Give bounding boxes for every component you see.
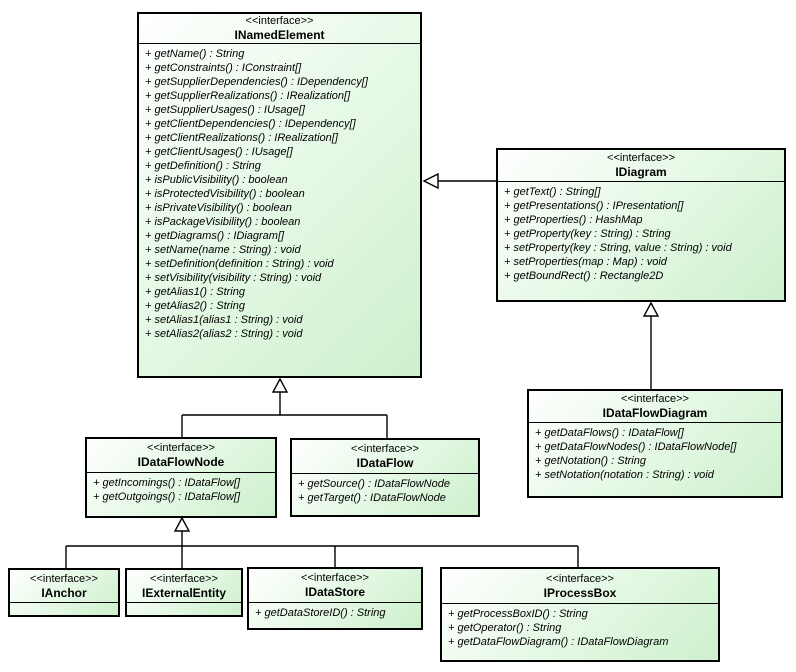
class-iexternalentity: <<interface>> IExternalEntity: [125, 568, 243, 617]
method-item: + getProperty(key : String) : String: [504, 228, 671, 240]
method-item: + isPackageVisibility() : boolean: [145, 216, 301, 228]
method-item: + getAlias2() : String: [145, 300, 245, 312]
method-item: + getNotation() : String: [535, 455, 646, 467]
class-header: <<interface>> IProcessBox: [442, 569, 718, 604]
method-list: + getDataFlows() : IDataFlow[] + getDataF…: [529, 423, 781, 496]
class-header: <<interface>> INamedElement: [139, 14, 420, 44]
class-name: IProcessBox: [543, 585, 617, 600]
class-name: IDataFlow: [356, 456, 414, 470]
method-item: + getText() : String[]: [504, 186, 601, 198]
class-name: IAnchor: [41, 585, 87, 600]
method-item: + getConstraints() : IConstraint[]: [145, 62, 302, 74]
hollow-triangle-icon: [173, 516, 191, 532]
method-list: + getProcessBoxID() : String + getOperato…: [442, 604, 718, 660]
method-item: + getDefinition() : String: [145, 160, 261, 172]
method-item: + getProcessBoxID() : String: [448, 608, 588, 620]
stereotype-label: <<interface>>: [150, 572, 218, 585]
generalization-tree-to-idataflownode: [65, 516, 579, 568]
class-idataflownode: <<interface>> IDataFlowNode + getIncomin…: [85, 437, 277, 518]
method-item: + getAlias1() : String: [145, 286, 245, 298]
class-header: <<interface>> IDataFlow: [292, 440, 478, 474]
method-item: + setAlias1(alias1 : String) : void: [145, 314, 303, 326]
class-iprocessbox: <<interface>> IProcessBox + getProcessBo…: [440, 567, 720, 662]
stereotype-label: <<interface>>: [607, 152, 675, 164]
class-name: INamedElement: [234, 28, 325, 42]
method-item: + isPublicVisibility() : boolean: [145, 174, 288, 186]
class-name: IDataFlowNode: [137, 455, 225, 469]
method-item: + setVisibility(visibility : String) : v…: [145, 272, 322, 284]
class-idiagram: <<interface>> IDiagram + getText() : Str…: [496, 148, 786, 302]
method-item: + getDataStoreID() : String: [255, 607, 386, 619]
method-item: + setNotation(notation : String) : void: [535, 469, 714, 481]
method-item: + setProperties(map : Map) : void: [504, 256, 667, 268]
method-item: + getClientDependencies() : IDependency[…: [145, 118, 356, 130]
stereotype-label: <<interface>>: [147, 442, 215, 454]
stereotype-label: <<interface>>: [301, 572, 369, 584]
method-item: + getPresentations() : IPresentation[]: [504, 200, 684, 212]
method-item: + getSource() : IDataFlowNode: [298, 478, 450, 490]
method-item: + getClientUsages() : IUsage[]: [145, 146, 293, 158]
method-item: + getOutgoings() : IDataFlow[]: [93, 491, 241, 503]
method-item: + getBoundRect() : Rectangle2D: [504, 270, 664, 282]
generalization-idiagram-to-inamedelement: [422, 172, 496, 190]
method-list: + getSource() : IDataFlowNode + getTarget…: [292, 474, 478, 515]
class-ianchor: <<interface>> IAnchor: [8, 568, 120, 617]
method-item: + getOperator() : String: [448, 622, 562, 634]
generalization-idataflowdiagram-to-idiagram: [642, 301, 660, 389]
hollow-triangle-icon: [271, 377, 289, 393]
stereotype-label: <<interface>>: [245, 15, 314, 27]
method-list: + getName() : String + getConstraints() :…: [139, 44, 420, 376]
hollow-triangle-icon: [642, 301, 660, 317]
method-item: + setName(name : String) : void: [145, 244, 301, 256]
method-item: + getDiagrams() : IDiagram[]: [145, 230, 285, 242]
method-item: + getIncomings() : IDataFlow[]: [93, 477, 241, 489]
class-header: <<interface>> IDiagram: [498, 150, 784, 182]
class-header: <<interface>> IAnchor: [10, 570, 118, 603]
class-idataflow: <<interface>> IDataFlow + getSource() : …: [290, 438, 480, 517]
method-item: + setAlias2(alias2 : String) : void: [145, 328, 303, 340]
class-name: IDataStore: [304, 585, 366, 599]
method-item: + getSupplierDependencies() : IDependenc…: [145, 76, 368, 88]
class-header: <<interface>> IDataFlowDiagram: [529, 391, 781, 423]
method-list: + getText() : String[] + getPresentations…: [498, 182, 784, 300]
stereotype-label: <<interface>>: [351, 443, 419, 455]
class-header: <<interface>> IDataFlowNode: [87, 439, 275, 473]
method-item: + getDataFlowDiagram() : IDataFlowDiagra…: [448, 636, 669, 648]
method-item: + getDataFlows() : IDataFlow[]: [535, 427, 684, 439]
class-header: <<interface>> IExternalEntity: [127, 570, 241, 603]
stereotype-label: <<interface>>: [621, 393, 689, 405]
method-item: + getDataFlowNodes() : IDataFlowNode[]: [535, 441, 737, 453]
class-idataflowdiagram: <<interface>> IDataFlowDiagram + getData…: [527, 389, 783, 498]
method-list: [127, 603, 241, 615]
method-item: + getClientRealizations() : IRealization…: [145, 132, 338, 144]
class-name: IDataFlowDiagram: [602, 406, 708, 420]
method-list: + getIncomings() : IDataFlow[] + getOutgo…: [87, 473, 275, 516]
stereotype-label: <<interface>>: [546, 572, 614, 585]
method-item: + isProtectedVisibility() : boolean: [145, 188, 305, 200]
method-item: + isPrivateVisibility() : boolean: [145, 202, 292, 214]
method-item: + setProperty(key : String, value : Stri…: [504, 242, 732, 254]
method-list: + getDataStoreID() : String: [249, 603, 421, 628]
class-idatastore: <<interface>> IDataStore + getDataStoreI…: [247, 567, 423, 630]
method-item: + getSupplierRealizations() : IRealizati…: [145, 90, 351, 102]
method-item: + setDefinition(definition : String) : v…: [145, 258, 334, 270]
method-list: [10, 603, 118, 615]
class-header: <<interface>> IDataStore: [249, 569, 421, 603]
method-item: + getProperties() : HashMap: [504, 214, 643, 226]
hollow-triangle-icon: [422, 172, 439, 190]
method-item: + getSupplierUsages() : IUsage[]: [145, 104, 305, 116]
method-item: + getTarget() : IDataFlowNode: [298, 492, 446, 504]
class-name: IDiagram: [615, 165, 667, 179]
method-item: + getName() : String: [145, 48, 245, 60]
generalization-tree-to-inamedelement: [181, 377, 388, 438]
class-name: IExternalEntity: [141, 585, 227, 600]
stereotype-label: <<interface>>: [30, 572, 98, 585]
class-inamedelement: <<interface>> INamedElement + getName() …: [137, 12, 422, 378]
